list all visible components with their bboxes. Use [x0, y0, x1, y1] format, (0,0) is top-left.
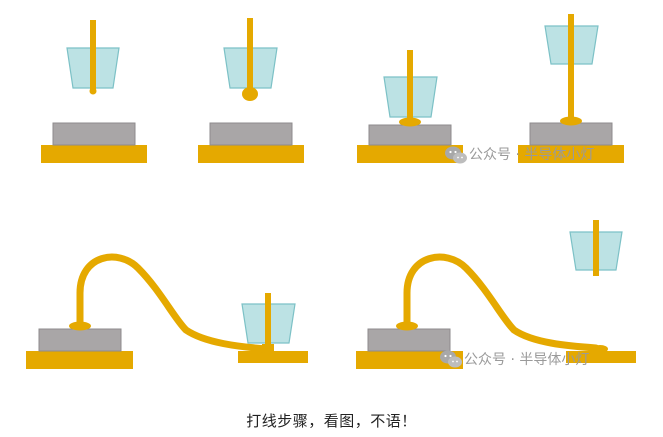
- step-1-panel: [41, 20, 147, 163]
- wire-tail: [89, 87, 97, 95]
- step-6-panel: [356, 220, 636, 369]
- step-3-panel: [357, 50, 463, 163]
- die: [367, 328, 451, 352]
- substrate: [41, 145, 147, 163]
- substrate: [357, 145, 463, 163]
- lead-frame: [238, 351, 308, 363]
- die: [529, 122, 613, 146]
- wire-loop: [403, 253, 600, 352]
- substrate: [518, 145, 624, 163]
- wire-loop: [76, 253, 272, 353]
- step-4-panel: [518, 14, 624, 163]
- lead-frame: [566, 351, 636, 363]
- figure-caption: 打线步骤，看图，不语！: [246, 412, 417, 430]
- free-air-ball: [242, 87, 258, 101]
- substrate: [198, 145, 304, 163]
- substrate: [26, 351, 133, 369]
- die: [52, 122, 136, 146]
- watermark-text: 公众号 · 半导体小灯: [469, 147, 594, 163]
- stitch-bond: [262, 344, 274, 351]
- die: [38, 328, 122, 352]
- watermark-text: 公众号 · 半导体小灯: [464, 352, 589, 368]
- wechat-icon: [445, 146, 467, 164]
- step-2-panel: [198, 18, 304, 163]
- ball-bond: [399, 117, 421, 127]
- step-5-panel: [26, 253, 308, 369]
- ball-bond: [396, 321, 418, 331]
- wechat-icon: [440, 350, 462, 368]
- watermark: 公众号 · 半导体小灯: [445, 146, 594, 164]
- ball-bond: [560, 116, 582, 126]
- substrate: [356, 351, 463, 369]
- stitch-bond: [592, 345, 608, 353]
- ball-bond: [69, 321, 91, 331]
- watermark: 公众号 · 半导体小灯: [440, 350, 589, 368]
- die: [368, 124, 452, 146]
- die: [209, 122, 293, 146]
